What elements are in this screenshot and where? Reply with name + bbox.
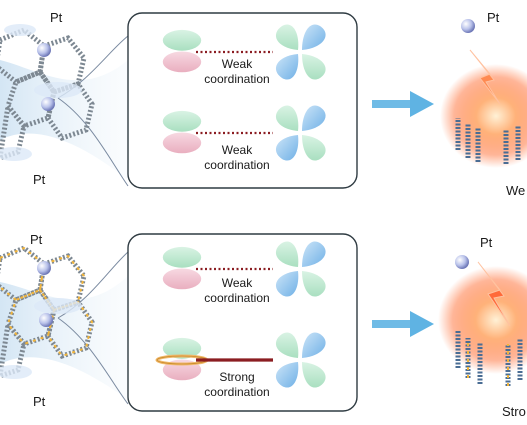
top-right-pt-label: Pt — [487, 10, 500, 25]
bottom-row: Pt Pt Weak coordination Strong coordinat… — [0, 232, 527, 419]
bottom-framework-image — [0, 245, 129, 405]
pt-atom-icon — [41, 97, 55, 111]
top-right-caption: We — [506, 183, 525, 198]
top-coordination-label-1a: Weak — [222, 57, 253, 71]
pt-atom-icon — [37, 261, 51, 275]
top-coordination-label-1b: coordination — [204, 72, 269, 86]
top-reaction-scene — [440, 19, 527, 168]
bottom-arrow-icon — [372, 311, 434, 337]
pt-atom-icon — [39, 313, 53, 327]
bottom-coordination-label-1b: coordination — [204, 291, 269, 305]
bottom-right-caption: Stro — [502, 404, 526, 419]
bottom-reaction-scene — [438, 255, 527, 386]
pt-atom-icon — [37, 43, 51, 57]
bottom-coordination-label-2b: coordination — [204, 385, 269, 399]
bottom-right-pt-label: Pt — [480, 235, 493, 250]
bottom-pt-label-1: Pt — [30, 232, 43, 247]
top-row: Pt Pt Weak coordination Weak coordinatio… — [0, 10, 527, 198]
bottom-coordination-label-1a: Weak — [222, 276, 253, 290]
top-coordination-label-2b: coordination — [204, 158, 269, 172]
pt-atom-icon — [461, 19, 475, 33]
top-framework-image — [0, 24, 129, 187]
top-coordination-label-2a: Weak — [222, 143, 253, 157]
bottom-pt-label-2: Pt — [33, 394, 46, 409]
top-arrow-icon — [372, 91, 434, 117]
top-pt-label-2: Pt — [33, 172, 46, 187]
pt-atom-icon — [455, 255, 469, 269]
bottom-coordination-label-2a: Strong — [219, 370, 254, 384]
top-pt-label-1: Pt — [50, 10, 63, 25]
